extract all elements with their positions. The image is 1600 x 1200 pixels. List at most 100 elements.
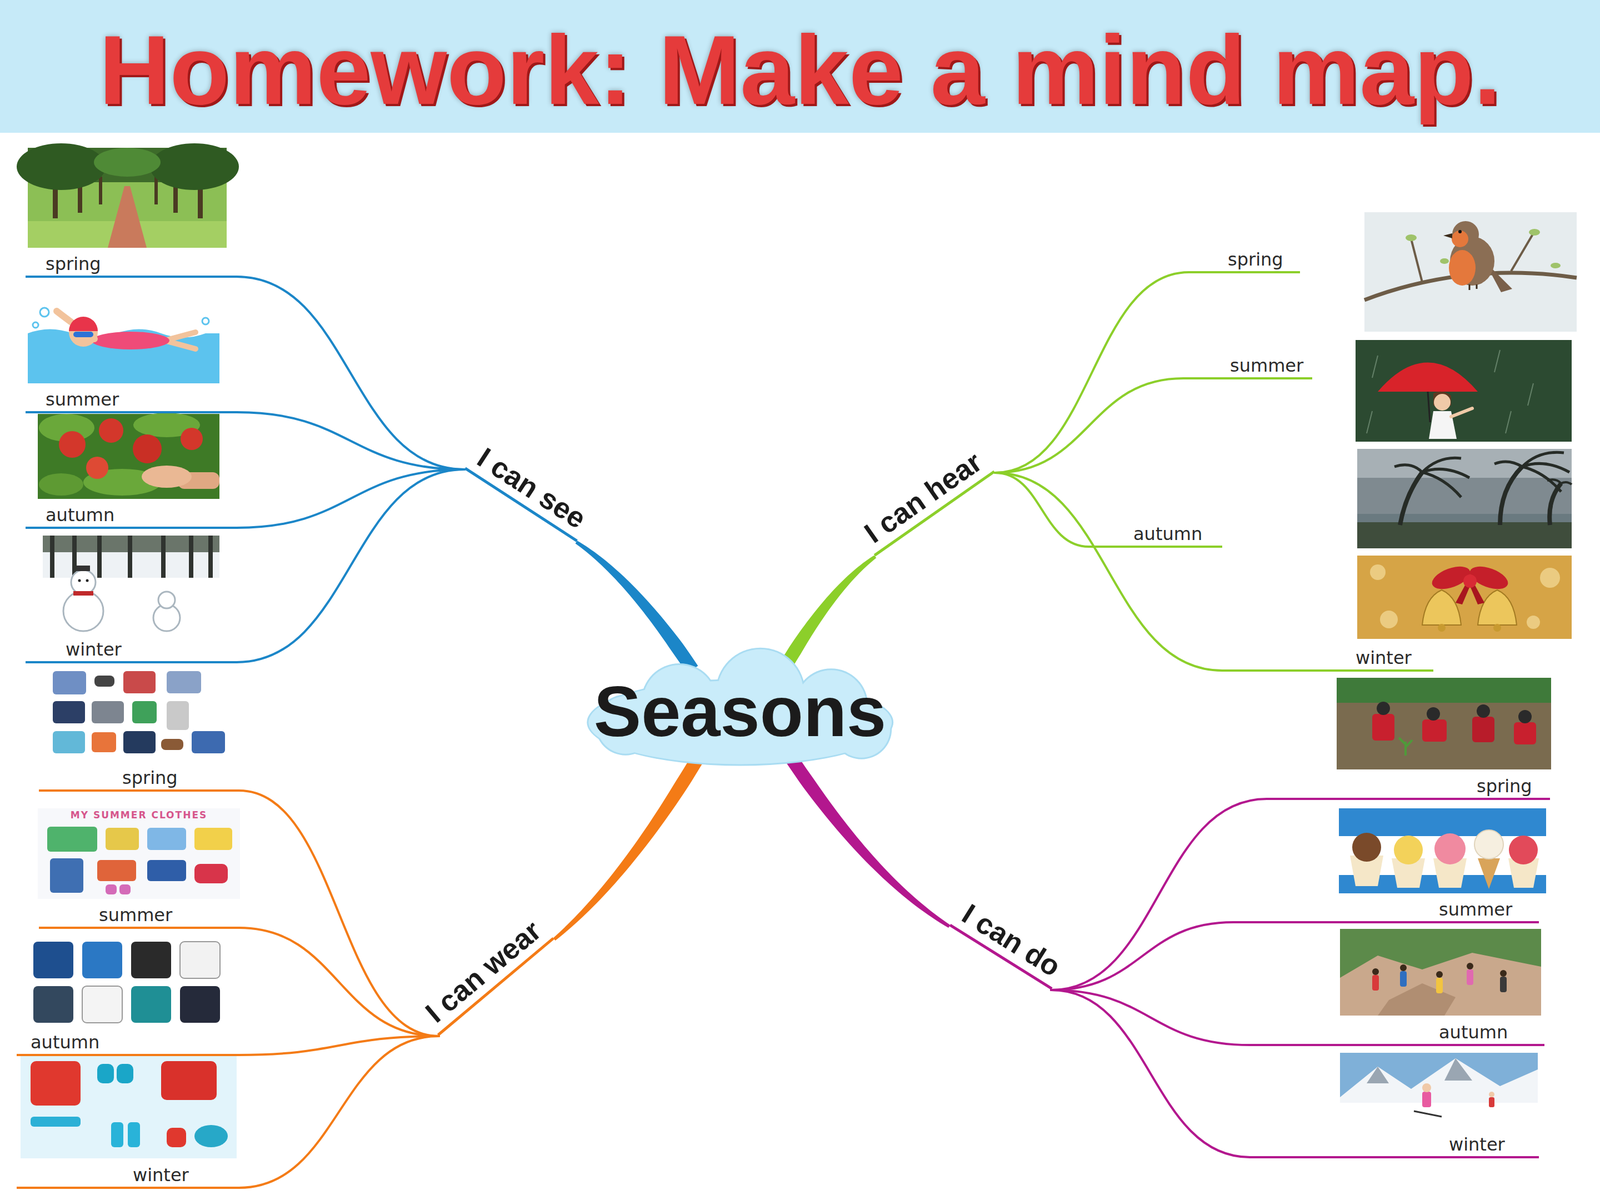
do-autumn-picture-part xyxy=(1340,928,1542,1016)
wear-summer-picture-part xyxy=(37,808,240,899)
picture-caption-box: MY SUMMER CLOTHES xyxy=(37,809,240,821)
do-winter-picture-part xyxy=(1488,1091,1495,1098)
wear-summer-picture-part xyxy=(194,863,228,884)
branch-text: I can see xyxy=(471,441,592,536)
do-winter-picture-part xyxy=(1422,1083,1432,1093)
season-text: spring xyxy=(45,252,102,276)
branch-label: I can see xyxy=(464,438,597,543)
wear-winter-picture xyxy=(20,1055,237,1159)
see-autumn-picture-part xyxy=(58,431,86,458)
wear-spring-picture-part xyxy=(52,731,85,754)
wear-autumn-picture-part xyxy=(82,986,123,1023)
branch-text: I can wear xyxy=(419,914,548,1030)
see-winter-picture-part xyxy=(161,535,166,580)
picture-caption: MY SUMMER CLOTHES xyxy=(70,809,208,821)
do-spring-picture-part xyxy=(1472,716,1495,743)
hear-autumn-picture-part xyxy=(1547,479,1572,485)
hear-winter-picture-part xyxy=(1526,615,1540,629)
do-summer-picture-part xyxy=(1477,858,1500,889)
sub-branch xyxy=(995,378,1184,473)
season-text: winter xyxy=(1355,646,1412,670)
sub-branch xyxy=(238,790,439,1037)
sub-branch xyxy=(995,472,1089,547)
wear-spring-picture xyxy=(46,666,240,762)
main-branch xyxy=(553,749,707,941)
branch-label: I can hear xyxy=(853,442,995,557)
season-label: winter xyxy=(1222,646,1434,672)
wear-autumn-picture-part xyxy=(131,986,172,1023)
sub-branch xyxy=(1051,990,1250,1158)
wear-winter-picture-part xyxy=(161,1061,217,1100)
do-spring-picture-part xyxy=(1476,704,1490,718)
branch-label: I can do xyxy=(949,894,1072,990)
see-winter-picture-part xyxy=(42,535,220,634)
do-autumn-picture-part xyxy=(1500,970,1507,977)
hear-spring-picture-part xyxy=(1452,221,1479,248)
do-summer-picture-part xyxy=(1508,835,1538,865)
see-summer-picture-part xyxy=(27,297,220,384)
season-text: autumn xyxy=(30,1030,100,1054)
hear-winter-picture-part xyxy=(1463,574,1477,588)
season-label: summer xyxy=(25,387,237,414)
do-winter-picture-part xyxy=(1413,1111,1442,1117)
sub-branch xyxy=(238,1036,439,1055)
wear-winter-picture-part xyxy=(20,1055,237,1159)
do-autumn-picture-part xyxy=(1466,969,1474,985)
see-spring-picture-part xyxy=(154,176,158,205)
do-spring-picture-part xyxy=(1518,710,1532,724)
hear-spring-picture-part xyxy=(1443,233,1453,239)
wear-autumn-picture xyxy=(27,938,225,1027)
wear-autumn-picture-part xyxy=(131,941,172,979)
see-winter-picture xyxy=(42,535,220,634)
season-text: summer xyxy=(1230,353,1304,378)
do-winter-picture-part xyxy=(1340,1102,1538,1128)
see-autumn-picture-part xyxy=(132,434,162,464)
branch-text: I can hear xyxy=(858,445,988,550)
do-winter-picture-part xyxy=(1340,1052,1538,1128)
hear-winter-picture-part xyxy=(1477,590,1517,625)
hear-winter-picture xyxy=(1357,555,1572,639)
do-summer-picture-part xyxy=(1352,832,1382,862)
see-spring-picture-part xyxy=(16,143,106,190)
see-summer-picture-part xyxy=(166,332,196,349)
wear-spring-picture-part xyxy=(166,701,189,730)
see-winter-picture-part xyxy=(158,591,175,609)
wear-winter-picture-part xyxy=(127,1122,140,1148)
do-spring-picture-part xyxy=(1398,737,1413,756)
sub-branch xyxy=(995,472,1223,671)
wear-winter-picture-part xyxy=(30,1116,81,1127)
see-autumn-picture-part xyxy=(38,473,84,496)
sub-branch xyxy=(236,469,465,528)
do-autumn-picture-part xyxy=(1466,962,1474,970)
season-text: spring xyxy=(1227,247,1284,272)
do-autumn-picture-part xyxy=(1436,977,1443,994)
see-summer-picture-part xyxy=(73,331,94,338)
see-winter-picture-part xyxy=(76,565,90,572)
season-label: winter xyxy=(16,1163,239,1189)
do-winter-picture-part xyxy=(1422,1091,1432,1108)
hear-autumn-picture-part xyxy=(1357,522,1572,549)
hear-summer-picture xyxy=(1355,340,1572,442)
see-winter-picture-part xyxy=(63,591,104,632)
see-spring-picture-part xyxy=(98,176,103,205)
cloud-shape xyxy=(586,647,894,766)
main-branch xyxy=(777,555,877,674)
wear-spring-picture-part xyxy=(166,671,202,694)
see-winter-picture-part xyxy=(208,535,213,580)
do-winter-picture-part xyxy=(1488,1097,1495,1108)
wear-spring-picture-part xyxy=(132,701,157,724)
see-summer-picture-part xyxy=(32,322,39,328)
wear-autumn-picture-part xyxy=(180,941,220,979)
see-winter-picture-part xyxy=(73,591,94,596)
season-label: summer xyxy=(38,903,239,929)
see-winter-picture-part xyxy=(78,579,82,583)
hear-spring-picture-part xyxy=(1451,230,1469,248)
sub-branch xyxy=(1051,990,1250,1045)
see-autumn-picture-part xyxy=(86,456,109,479)
see-autumn-picture-part xyxy=(98,418,124,443)
branch-label: I can wear xyxy=(415,910,555,1037)
wear-autumn-picture-part xyxy=(33,941,74,979)
